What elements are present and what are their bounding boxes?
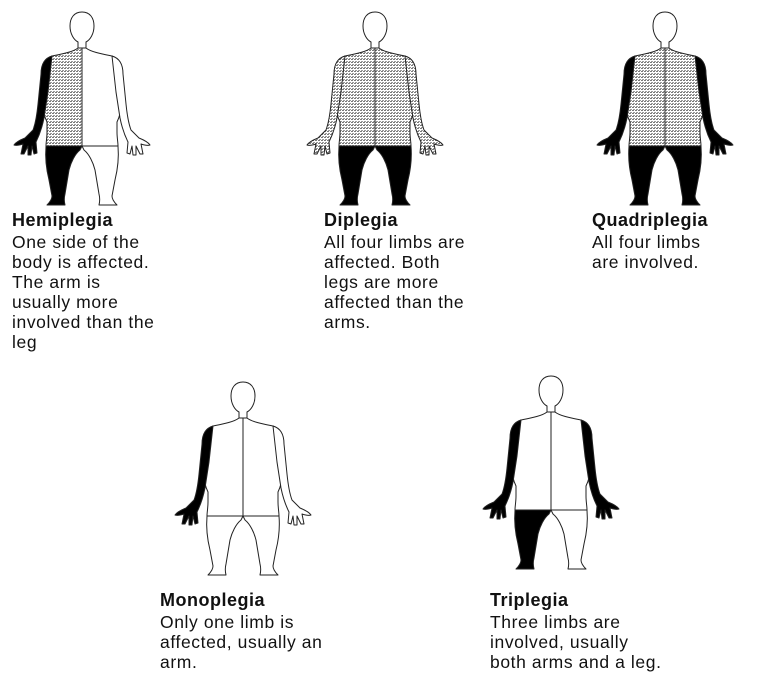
quadriplegia-right-leg: [665, 146, 701, 205]
hemiplegia-title: Hemiplegia: [12, 210, 252, 231]
monoplegia-head: [231, 382, 255, 418]
quadriplegia-caption: Quadriplegia All four limbs are involved…: [592, 210, 768, 272]
hemiplegia-left-leg: [46, 146, 82, 205]
triplegia-description: Three limbs are involved, usually both a…: [490, 612, 730, 672]
monoplegia-caption: Monoplegia Only one limb is affected, us…: [160, 590, 400, 672]
triplegia-right-leg: [551, 510, 587, 569]
diplegia-head: [363, 12, 387, 48]
quadriplegia-left-leg: [629, 146, 665, 205]
hemiplegia-description: One side of the body is affected. The ar…: [12, 232, 252, 352]
quadriplegia-figure: [590, 8, 740, 208]
monoplegia-right-leg: [243, 516, 279, 575]
triplegia-figure: [476, 372, 626, 572]
triplegia-caption: Triplegia Three limbs are involved, usua…: [490, 590, 730, 672]
diplegia-description: All four limbs are affected. Both legs a…: [324, 232, 564, 332]
quadriplegia-body-svg: [590, 8, 740, 208]
triplegia-title: Triplegia: [490, 590, 730, 611]
hemiplegia-right-leg: [82, 146, 118, 205]
triplegia-head: [539, 376, 563, 412]
hemiplegia-caption: Hemiplegia One side of the body is affec…: [12, 210, 252, 352]
diplegia-body-svg: [300, 8, 450, 208]
hemiplegia-figure: [7, 8, 157, 208]
diplegia-figure: [300, 8, 450, 208]
quadriplegia-head: [653, 12, 677, 48]
diplegia-right-leg: [375, 146, 411, 205]
triplegia-body-svg: [476, 372, 626, 572]
monoplegia-figure: [168, 378, 318, 578]
hemiplegia-head: [70, 12, 94, 48]
monoplegia-title: Monoplegia: [160, 590, 400, 611]
monoplegia-body-svg: [168, 378, 318, 578]
monoplegia-description: Only one limb is affected, usually an ar…: [160, 612, 400, 672]
diplegia-caption: Diplegia All four limbs are affected. Bo…: [324, 210, 564, 332]
diplegia-left-leg: [339, 146, 375, 205]
monoplegia-left-leg: [207, 516, 243, 575]
quadriplegia-description: All four limbs are involved.: [592, 232, 768, 272]
triplegia-left-leg: [515, 510, 551, 569]
hemiplegia-body-svg: [7, 8, 157, 208]
quadriplegia-title: Quadriplegia: [592, 210, 768, 231]
diplegia-title: Diplegia: [324, 210, 564, 231]
